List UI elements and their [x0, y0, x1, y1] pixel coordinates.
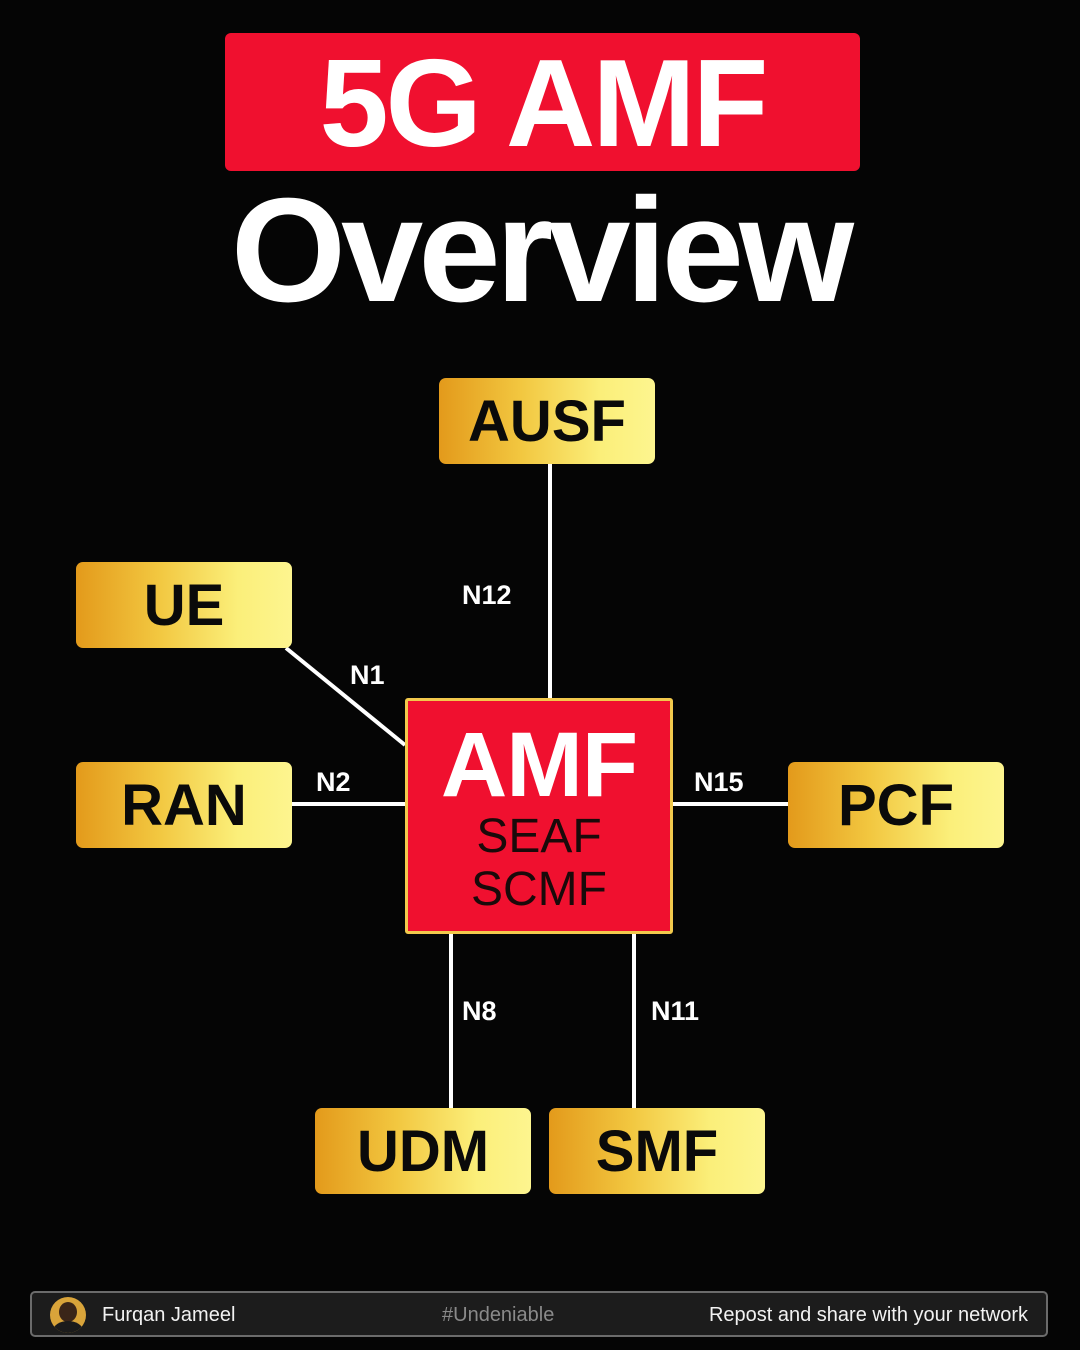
node-udm-label: UDM — [356, 1118, 490, 1184]
node-ran: RAN — [76, 762, 292, 848]
amf-function-seaf: SEAF — [476, 810, 602, 863]
node-udm: UDM — [315, 1108, 531, 1194]
person-avatar-icon — [50, 1297, 86, 1333]
interface-label-n11: N11 — [651, 996, 700, 1026]
footer-cta: Repost and share with your network — [708, 1304, 1028, 1326]
node-ausf-label: AUSF — [468, 388, 626, 454]
link-amf-ue — [284, 646, 407, 747]
node-ausf: AUSF — [439, 378, 655, 464]
footer-author: Furqan Jameel — [102, 1304, 236, 1326]
node-smf-label: SMF — [595, 1118, 719, 1184]
node-ue-label: UE — [143, 572, 225, 638]
node-ue: UE — [76, 562, 292, 648]
amf-title: AMF — [440, 714, 638, 816]
footer-hashtag: #Undeniable — [442, 1304, 555, 1326]
interface-label-n12: N12 — [462, 580, 512, 610]
title-line1: 5G AMF — [319, 35, 769, 173]
node-smf: SMF — [549, 1108, 765, 1194]
title-line2: Overview — [230, 168, 854, 333]
node-pcf: PCF — [788, 762, 1004, 848]
interface-label-n15: N15 — [694, 767, 744, 797]
node-pcf-label: PCF — [838, 772, 954, 838]
amf-function-scmf: SCMF — [471, 862, 607, 916]
interface-label-n1: N1 — [350, 660, 385, 690]
interface-label-n8: N8 — [462, 996, 497, 1026]
interface-label-n2: N2 — [316, 767, 351, 797]
node-ran-label: RAN — [121, 772, 247, 838]
amf-central-node: AMF SEAF SCMF — [405, 698, 673, 934]
footer-bar: Furqan Jameel #Undeniable Repost and sha… — [30, 1291, 1048, 1337]
title-badge: 5G AMF — [225, 33, 860, 171]
